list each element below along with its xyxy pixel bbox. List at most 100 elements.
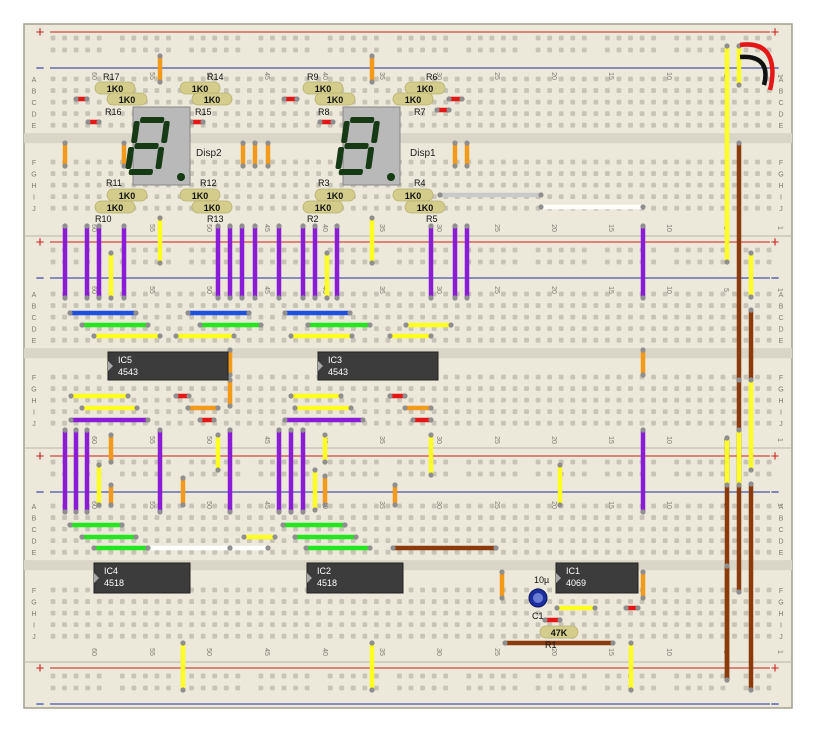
breadboard-hole — [258, 291, 264, 297]
breadboard-hole — [708, 35, 714, 41]
breadboard-hole — [639, 673, 645, 679]
resistor-label: R14 — [207, 72, 224, 82]
breadboard-hole — [743, 122, 749, 128]
wire-end — [369, 215, 375, 221]
breadboard-hole — [651, 397, 656, 403]
breadboard-hole — [270, 88, 275, 93]
breadboard-hole — [408, 76, 414, 82]
wire-end — [428, 405, 434, 411]
breadboard-hole — [547, 685, 553, 691]
resistor-body — [392, 92, 434, 106]
breadboard-hole — [558, 35, 564, 41]
breadboard-hole — [408, 459, 414, 465]
breadboard-hole — [743, 409, 749, 415]
breadboard-hole — [177, 420, 183, 426]
breadboard-hole — [96, 526, 102, 532]
breadboard-hole — [501, 538, 506, 544]
breadboard-hole — [697, 303, 703, 308]
breadboard-hole — [674, 171, 680, 176]
breadboard-hole — [766, 314, 772, 320]
breadboard-hole — [651, 326, 656, 332]
breadboard-hole — [246, 526, 252, 532]
breadboard-hole — [270, 599, 275, 604]
wire-end — [108, 432, 114, 438]
breadboard-hole — [708, 515, 714, 520]
wire-end — [592, 605, 598, 611]
resistor-label: R13 — [207, 214, 224, 224]
breadboard-hole — [385, 88, 391, 93]
column-number-label: 60 — [90, 224, 97, 232]
breadboard-hole — [605, 76, 610, 82]
breadboard-hole — [581, 538, 587, 544]
breadboard-hole — [512, 259, 518, 265]
breadboard-hole — [96, 314, 102, 320]
breadboard-hole — [501, 515, 506, 520]
breadboard-hole — [166, 326, 171, 332]
breadboard-hole — [466, 459, 472, 465]
breadboard-hole — [674, 326, 680, 332]
breadboard-hole — [454, 610, 460, 616]
chip-part-number: 4069 — [566, 578, 586, 588]
breadboard-hole — [674, 291, 680, 297]
breadboard-hole — [385, 205, 391, 211]
breadboard-hole — [708, 76, 714, 82]
breadboard-hole — [73, 111, 79, 117]
wire-end — [91, 545, 97, 551]
breadboard-hole — [605, 337, 610, 343]
breadboard-hole — [397, 326, 402, 332]
wire-end — [84, 427, 90, 433]
breadboard-hole — [362, 633, 368, 639]
resistor-body — [191, 200, 233, 214]
breadboard-hole — [189, 538, 194, 544]
breadboard-hole — [212, 526, 218, 532]
breadboard-hole — [408, 599, 414, 604]
breadboard-hole — [431, 76, 437, 82]
resistor: 1K0 — [191, 92, 233, 106]
wire-end — [241, 534, 247, 540]
breadboard-hole — [477, 673, 483, 679]
breadboard-hole — [223, 420, 229, 426]
breadboard-hole — [443, 99, 449, 105]
breadboard-hole — [697, 549, 703, 555]
breadboard-hole — [512, 386, 518, 391]
breadboard-hole — [443, 111, 449, 117]
breadboard-hole — [246, 122, 252, 128]
breadboard-hole — [674, 122, 680, 128]
breadboard-hole — [524, 526, 529, 532]
breadboard-hole — [246, 337, 252, 343]
breadboard-hole — [362, 409, 368, 415]
breadboard-hole — [662, 374, 668, 380]
breadboard-hole — [374, 685, 379, 691]
wire-end — [640, 427, 646, 433]
breadboard-hole — [524, 99, 529, 105]
breadboard-hole — [408, 47, 414, 53]
breadboard-hole — [570, 526, 576, 532]
breadboard-hole — [708, 159, 714, 165]
breadboard-hole — [212, 303, 218, 308]
breadboard-hole — [593, 397, 599, 403]
breadboard-hole — [316, 599, 322, 604]
breadboard-hole — [385, 622, 391, 628]
rail-plus-label: + — [36, 448, 45, 465]
breadboard-hole — [593, 420, 599, 426]
breadboard-hole — [708, 526, 714, 532]
breadboard-hole — [662, 182, 668, 188]
breadboard-hole — [755, 259, 760, 265]
breadboard-hole — [466, 409, 472, 415]
breadboard-hole — [339, 599, 345, 604]
breadboard-hole — [685, 35, 691, 41]
breadboard-hole — [662, 99, 668, 105]
breadboard-hole — [350, 386, 356, 391]
resistor: 1K0 — [404, 200, 446, 214]
breadboard-hole — [755, 633, 760, 639]
breadboard-hole — [766, 326, 772, 332]
breadboard-hole — [708, 459, 714, 465]
breadboard-hole — [720, 194, 726, 200]
breadboard-hole — [766, 549, 772, 555]
breadboard-hole — [558, 386, 564, 391]
breadboard-hole — [85, 47, 91, 53]
breadboard-hole — [143, 326, 148, 332]
wire-end — [85, 119, 91, 125]
wire-end — [349, 333, 355, 339]
breadboard-hole — [50, 610, 56, 616]
